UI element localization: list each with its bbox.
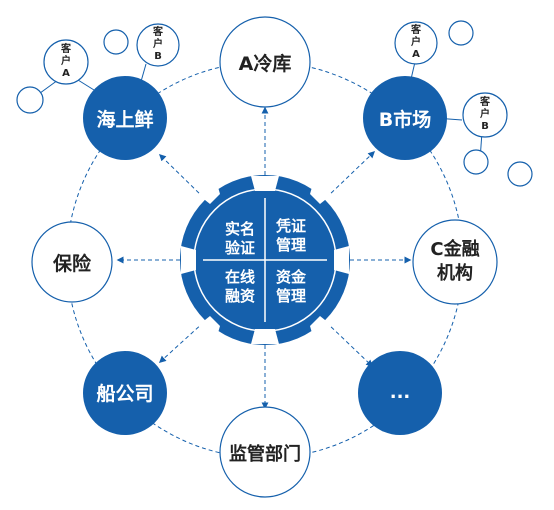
svg-text:船公司: 船公司 bbox=[96, 382, 153, 405]
arrow-top-right bbox=[325, 151, 376, 199]
hub-funds-mgmt-l2: 管理 bbox=[276, 287, 306, 305]
svg-text:A: A bbox=[412, 49, 420, 60]
svg-text:户: 户 bbox=[60, 54, 71, 67]
client-bubble-empty bbox=[448, 20, 474, 46]
svg-text:户: 户 bbox=[410, 35, 421, 48]
center-hub: 实名 验证 凭证 管理 在线 融资 资金 管理 bbox=[180, 175, 350, 345]
node-top-right: B市场 bbox=[363, 76, 447, 160]
svg-text:B: B bbox=[154, 51, 162, 62]
client-bubble-empty bbox=[16, 86, 44, 114]
svg-text:客: 客 bbox=[410, 23, 422, 36]
node-bottom-right: ... bbox=[358, 351, 442, 435]
svg-text:B市场: B市场 bbox=[379, 108, 431, 131]
svg-text:户: 户 bbox=[152, 37, 163, 50]
hub-notches bbox=[181, 176, 349, 344]
svg-text:A: A bbox=[62, 68, 70, 79]
hub-voucher-mgmt-l2: 管理 bbox=[276, 236, 306, 254]
hub-funds-mgmt-l1: 资金 bbox=[276, 268, 307, 286]
svg-text:户: 户 bbox=[479, 107, 490, 120]
svg-text:客: 客 bbox=[60, 42, 72, 55]
hub-real-name-verify-l2: 验证 bbox=[225, 239, 255, 257]
hub-voucher-mgmt-l1: 凭证 bbox=[275, 217, 306, 235]
node-left: 保险 bbox=[31, 221, 113, 303]
svg-text:客: 客 bbox=[152, 25, 164, 38]
svg-text:监管部门: 监管部门 bbox=[229, 443, 301, 465]
client-bubble-empty bbox=[103, 29, 129, 55]
client-left-b: 客 户 B bbox=[136, 23, 180, 67]
svg-text:A冷库: A冷库 bbox=[239, 52, 292, 75]
svg-text:C金融: C金融 bbox=[430, 238, 479, 260]
svg-text:海上鲜: 海上鲜 bbox=[96, 108, 153, 131]
node-bottom: 监管部门 bbox=[219, 406, 311, 498]
arrow-bottom-right bbox=[325, 321, 374, 367]
svg-text:机构: 机构 bbox=[437, 262, 473, 284]
hub-online-finance-l2: 融资 bbox=[225, 287, 255, 305]
svg-text:B: B bbox=[481, 121, 489, 132]
client-bubble-empty bbox=[507, 161, 533, 187]
arrow-bottom-left bbox=[158, 321, 205, 363]
connector-arrows bbox=[116, 106, 412, 410]
client-left-a: 客 户 A bbox=[43, 39, 89, 85]
node-bottom-left: 船公司 bbox=[83, 351, 167, 435]
hub-real-name-verify-l1: 实名 bbox=[225, 220, 255, 238]
client-right-b: 客 户 B bbox=[462, 92, 508, 138]
arrow-top-left bbox=[158, 154, 205, 199]
svg-text:...: ... bbox=[390, 382, 411, 403]
node-top: A冷库 bbox=[219, 16, 311, 108]
client-bubble-empty bbox=[463, 149, 489, 175]
client-right-a: 客 户 A bbox=[394, 21, 438, 65]
node-right: C金融 机构 bbox=[412, 219, 498, 305]
hub-online-finance-l1: 在线 bbox=[225, 268, 255, 286]
node-top-left: 海上鲜 bbox=[83, 76, 167, 160]
svg-text:客: 客 bbox=[479, 95, 491, 108]
svg-text:保险: 保险 bbox=[52, 252, 92, 275]
